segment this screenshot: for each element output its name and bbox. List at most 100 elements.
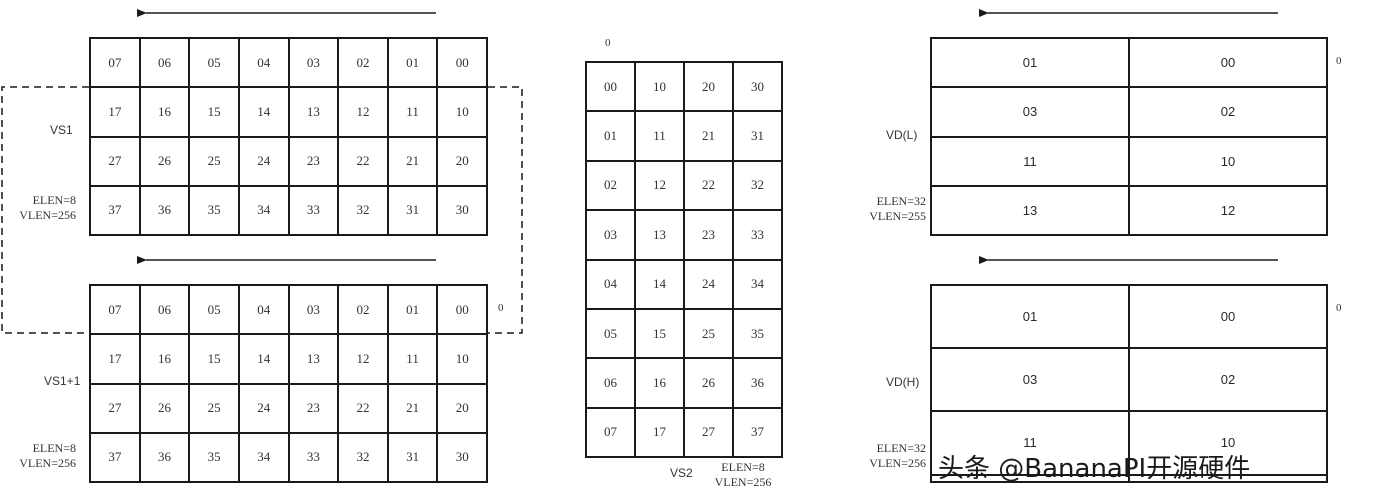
vs1-cell: 16	[138, 86, 191, 138]
vs1p1-cell: 04	[237, 283, 290, 336]
vs1-cell: 10	[436, 86, 488, 138]
vdl-params: ELEN=32 VLEN=255	[850, 194, 926, 224]
vs1p1-cell: 22	[337, 382, 389, 434]
vs1p1-cell: 32	[337, 431, 389, 484]
vs2-cell: 14	[634, 258, 685, 310]
dashed-link-outline	[488, 86, 523, 334]
vs2-cell: 26	[683, 357, 734, 409]
vs1-cell: 22	[337, 135, 389, 187]
vdl-cell: 01	[930, 36, 1130, 89]
vs1-cell: 23	[287, 135, 340, 187]
vs1-cell: 37	[89, 184, 141, 237]
vdh-cell: 11	[930, 410, 1130, 476]
vs1p1-cell: 17	[89, 333, 141, 385]
vdh-vlen: VLEN=256	[869, 456, 926, 470]
vs1-cell: 20	[436, 135, 488, 187]
vs1-elen: ELEN=8	[32, 193, 76, 207]
vs1-cell: 07	[89, 36, 141, 89]
vs1-cell: 11	[386, 86, 439, 138]
vs1-cell: 21	[386, 135, 439, 187]
vs1p1-cell: 10	[436, 333, 488, 385]
vs1p1-cell: 01	[386, 283, 439, 336]
vdh-cell: 10	[1128, 410, 1328, 476]
vs1p1-cell: 21	[386, 382, 439, 434]
vs2-cell: 02	[585, 159, 636, 212]
vdh-zero-marker: 0	[1336, 302, 1342, 314]
vs2-cell: 16	[634, 357, 685, 409]
vs1-label: VS1	[50, 123, 73, 137]
vs1p1-cell: 33	[287, 431, 340, 484]
vs2-cell: 25	[683, 307, 734, 360]
vs1-cell: 01	[386, 36, 439, 89]
vs1-cell: 31	[386, 184, 439, 237]
vdl-cell: 02	[1128, 86, 1328, 138]
vs1p1-cell: 06	[138, 283, 191, 336]
vdl-cell: 13	[930, 184, 1130, 237]
vs1-cell: 14	[237, 86, 290, 138]
vs1-cell: 25	[188, 135, 240, 187]
vs1-cell: 30	[436, 184, 488, 237]
vs2-zero-marker: 0	[605, 37, 611, 49]
vs1-cell: 32	[337, 184, 389, 237]
vs1-cell: 00	[436, 36, 488, 89]
vs1p1-cell: 11	[386, 333, 439, 385]
vs2-vlen: VLEN=256	[714, 475, 772, 489]
vs1-cell: 34	[237, 184, 290, 237]
vs2-label: VS2	[670, 466, 693, 480]
vs2-cell: 10	[634, 60, 685, 113]
vdh-cell	[1128, 473, 1328, 484]
vs1p1-cell: 00	[436, 283, 488, 336]
vs2-cell: 33	[732, 209, 783, 261]
vs1-cell: 12	[337, 86, 389, 138]
vs2-cell: 20	[683, 60, 734, 113]
vs1-cell: 33	[287, 184, 340, 237]
vs1-cell: 05	[188, 36, 240, 89]
vs1p1-cell: 23	[287, 382, 340, 434]
vs1p1-cell: 30	[436, 431, 488, 484]
vs1p1-cell: 14	[237, 333, 290, 385]
vs2-cell: 23	[683, 209, 734, 261]
vs1-cell: 27	[89, 135, 141, 187]
vs1p1-cell: 26	[138, 382, 191, 434]
vs1p1-cell: 34	[237, 431, 290, 484]
vs1p1-params: ELEN=8 VLEN=256	[0, 441, 76, 471]
vs1-params: ELEN=8 VLEN=256	[0, 193, 76, 223]
vs2-cell: 36	[732, 357, 783, 409]
vs1p1-cell: 24	[237, 382, 290, 434]
vs1p1-zero-marker: 0	[498, 302, 504, 314]
vs1p1-vlen: VLEN=256	[19, 456, 76, 470]
vs1-cell: 15	[188, 86, 240, 138]
vs1-vlen: VLEN=256	[19, 208, 76, 222]
watermark-text: 头条 @BananaPI开源硬件	[938, 454, 1251, 484]
vs1-cell: 06	[138, 36, 191, 89]
vdh-cell	[930, 473, 1130, 484]
vs1p1-cell: 07	[89, 283, 141, 336]
vs2-cell: 31	[732, 110, 783, 162]
vs2-cell: 37	[732, 406, 783, 459]
vs1p1-cell: 36	[138, 431, 191, 484]
vs2-cell: 13	[634, 209, 685, 261]
vs1-cell: 17	[89, 86, 141, 138]
vs1p1-cell: 27	[89, 382, 141, 434]
vs2-cell: 11	[634, 110, 685, 162]
vs2-cell: 07	[585, 406, 636, 459]
vs2-cell: 12	[634, 159, 685, 212]
vdl-label: VD(L)	[886, 128, 918, 142]
